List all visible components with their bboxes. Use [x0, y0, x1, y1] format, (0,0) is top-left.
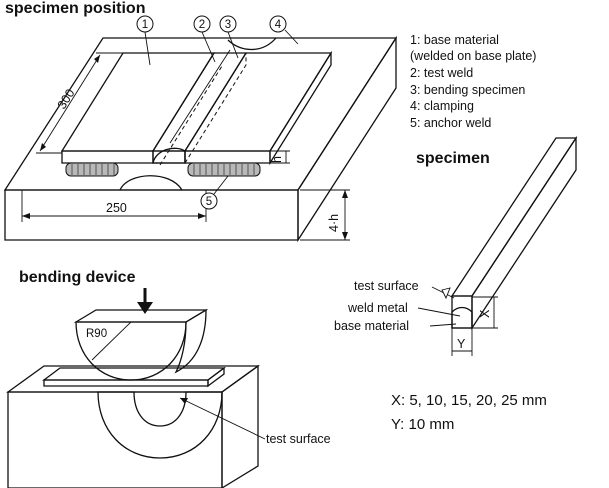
spec-x-values: X: 5, 10, 15, 20, 25 mm: [391, 392, 547, 409]
legend-item-4: 4: clamping: [410, 99, 474, 113]
dimension-h-label: h: [270, 156, 284, 163]
dimension-4h-label: 4·h: [327, 214, 341, 232]
legend-item-2: 2: test weld: [410, 66, 473, 80]
dimension-250-label: 250: [106, 201, 127, 215]
base-material-plates: [60, 50, 333, 166]
spec-y-value: Y: 10 mm: [391, 416, 454, 433]
force-arrow-icon: [137, 288, 153, 314]
callout-1: 1: [136, 15, 154, 66]
specimen-title: specimen: [416, 150, 490, 167]
specimen-test-surface-label: test surface: [354, 279, 419, 293]
specimen-weld-metal-label: weld metal: [347, 301, 408, 315]
clamping-cutout: [227, 37, 277, 51]
specimen-dim-x-label: X: [478, 309, 492, 318]
bending-test-surface-label: test surface: [266, 432, 331, 446]
bending-test-surface-leader: [179, 397, 266, 440]
specimen-base-material-label: base material: [334, 319, 409, 333]
die-block: [5, 364, 261, 488]
bending-test-surface-arrow-icon: [180, 398, 188, 404]
radius-label: R90: [86, 328, 107, 340]
legend-item-5: 5: anchor weld: [410, 116, 491, 130]
front-cutout: [119, 175, 183, 191]
specimen-dim-y: [451, 328, 473, 356]
callout-4-label: 4: [275, 19, 282, 31]
specimen-dim-y-label: Y: [457, 337, 466, 351]
base-plate: [3, 35, 398, 243]
callout-1-label: 1: [142, 19, 148, 31]
legend-item-1-note: (welded on base plate): [410, 49, 536, 63]
bending-specimen-outline: [184, 53, 247, 164]
legend: 1: base material (welded on base plate) …: [410, 33, 536, 130]
specimen-weld-metal-leader: [417, 307, 461, 317]
die-groove: [97, 391, 223, 459]
legend-item-1: 1: base material: [410, 33, 499, 47]
callout-2-label: 2: [199, 19, 205, 31]
specimen-dim-x: [472, 296, 498, 329]
callout-4: 4: [269, 15, 299, 45]
callout-5-label: 5: [206, 196, 212, 208]
specimen-position-title: specimen position: [5, 0, 145, 17]
specimen-bar: [450, 135, 578, 331]
dimension-4h: [300, 189, 350, 241]
callout-3-label: 3: [225, 19, 231, 31]
specimen-base-material-leader: [429, 323, 457, 327]
legend-item-3: 3: bending specimen: [410, 83, 525, 97]
anchor-weld-beads: [65, 162, 261, 177]
bent-specimen-plate: [42, 366, 226, 388]
dimension-300: [36, 52, 123, 154]
dimension-h: [270, 150, 290, 164]
bending-device-title: bending device: [19, 269, 136, 286]
callout-2: 2: [193, 15, 216, 63]
mandrel: [73, 308, 209, 381]
callout-3: 3: [219, 15, 239, 59]
test-weld-strip: [151, 49, 248, 164]
test-surface-marker-icon: [441, 287, 451, 300]
callout-5: 5: [200, 175, 229, 210]
